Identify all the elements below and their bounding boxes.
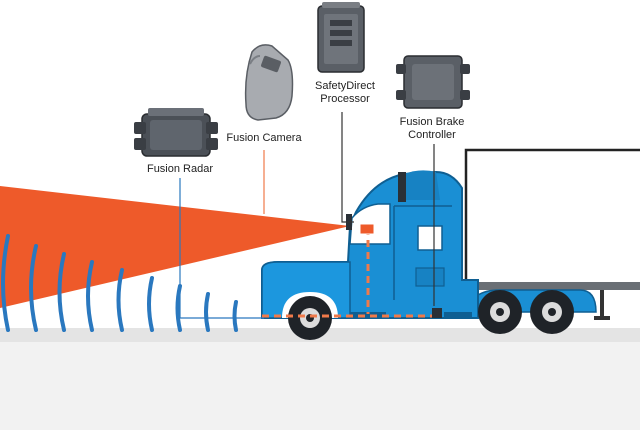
radar-waves: [1, 234, 238, 332]
radar-wave-6: [147, 276, 154, 332]
trailer-foot: [594, 316, 610, 320]
label-fusion-camera-text: Fusion Camera: [226, 132, 302, 144]
trailer-leg: [600, 290, 604, 318]
radar-leader: [179, 178, 264, 319]
side-window: [417, 225, 443, 251]
front-wheel: [288, 296, 332, 340]
label-brake-line1: Fusion Brake: [399, 116, 465, 128]
processor-leader: [341, 112, 354, 223]
brake-controller-mount: [432, 308, 442, 318]
step-2: [444, 312, 472, 318]
trailer-rail: [466, 282, 640, 290]
label-fusion-radar: Fusion Radar: [138, 163, 222, 176]
radar-wave-8: [204, 292, 210, 332]
label-brake-line2: Controller: [408, 129, 456, 141]
radar-wave-9: [232, 300, 238, 332]
wheels: [288, 290, 574, 340]
label-fusion-radar-text: Fusion Radar: [146, 163, 214, 175]
radar-wave-1: [1, 234, 10, 332]
leader-lines: [179, 178, 264, 319]
rear-wheel-1: [478, 290, 522, 334]
processor-leader-group: [341, 112, 354, 223]
radar-wave-5: [116, 268, 124, 332]
trailer-box: [464, 148, 640, 286]
camera-mount: [359, 223, 375, 235]
camera-device-icon: [244, 44, 294, 121]
radar-wave-2: [29, 244, 38, 332]
trailer: [464, 148, 640, 320]
processor-device-icon: [317, 2, 365, 73]
system-wiring: [262, 228, 438, 318]
label-safetydirect-processor: SafetyDirect Processor: [300, 80, 390, 106]
step-box: [415, 267, 445, 287]
brake-controller-device-icon: [396, 55, 470, 109]
exhaust-stack: [398, 172, 406, 202]
truck: [261, 170, 597, 319]
radar-wave-7: [175, 284, 182, 332]
cab-door: [393, 205, 452, 300]
step-1: [350, 312, 386, 318]
radar-device-icon: [134, 108, 218, 157]
roof-fairing: [404, 170, 440, 200]
radar-wave-4: [86, 260, 94, 332]
label-processor-line2: Processor: [320, 93, 370, 105]
radar-wave-3: [57, 252, 66, 332]
label-fusion-brake-controller: Fusion Brake Controller: [390, 116, 474, 142]
label-processor-line1: SafetyDirect: [315, 80, 375, 92]
label-fusion-camera: Fusion Camera: [222, 132, 306, 145]
ground: [0, 328, 640, 430]
rear-wheel-2: [530, 290, 574, 334]
